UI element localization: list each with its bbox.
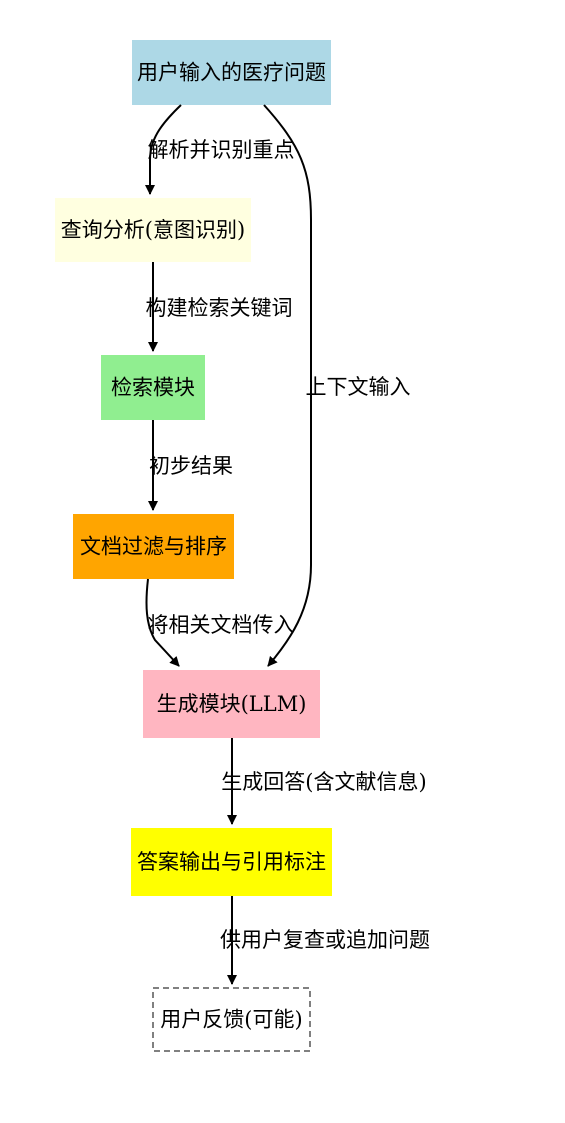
edge-review-label: 供用户复查或追加问题	[220, 928, 430, 952]
node-user-feedback-box	[152, 987, 311, 1052]
edge-initial: 初步结果	[148, 420, 233, 511]
edge-gen-answer: 生成回答(含文献信息)	[221, 738, 427, 825]
node-answer-output: 答案输出与引用标注	[131, 828, 332, 896]
node-query-analysis: 查询分析(意图识别)	[55, 198, 251, 262]
edge-keywords-label: 构建检索关键词	[146, 296, 293, 320]
edge-context-label: 上下文输入	[306, 375, 411, 399]
edge-parse-arrow	[145, 104, 182, 195]
edge-gen-answer-label: 生成回答(含文献信息)	[221, 770, 426, 794]
node-doc-filter-box	[73, 514, 234, 579]
edge-keywords: 构建检索关键词	[146, 262, 293, 352]
node-query-analysis-box	[55, 198, 251, 262]
edge-pass-docs-label: 将相关文档传入	[148, 613, 295, 637]
node-user-feedback: 用户反馈(可能)	[152, 987, 311, 1052]
node-user-question: 用户输入的医疗问题	[132, 40, 331, 105]
node-query-analysis-label: 查询分析(意图识别)	[61, 218, 245, 242]
edge-pass-docs-arrow	[145, 578, 180, 667]
node-user-feedback-label: 用户反馈(可能)	[160, 1008, 302, 1032]
edge-parse: 解析并识别重点	[145, 104, 295, 195]
edge-context-arrow	[263, 104, 312, 667]
edge-initial-label: 初步结果	[149, 454, 233, 478]
node-doc-filter-label: 文档过滤与排序	[80, 535, 227, 559]
node-retrieval-label: 检索模块	[111, 376, 195, 400]
node-retrieval-box	[101, 355, 205, 420]
edge-review: 供用户复查或追加问题	[220, 896, 430, 985]
node-generation-label: 生成模块(LLM)	[157, 692, 307, 716]
node-generation: 生成模块(LLM)	[143, 670, 320, 738]
node-generation-box	[143, 670, 320, 738]
edge-pass-docs: 将相关文档传入	[145, 578, 295, 667]
node-retrieval: 检索模块	[101, 355, 205, 420]
edge-context: 上下文输入	[263, 104, 411, 667]
node-answer-output-box	[131, 828, 332, 896]
node-user-question-box	[132, 40, 331, 105]
node-answer-output-label: 答案输出与引用标注	[137, 850, 326, 874]
node-doc-filter: 文档过滤与排序	[73, 514, 234, 579]
edge-parse-label: 解析并识别重点	[148, 138, 295, 162]
node-user-question-label: 用户输入的医疗问题	[137, 61, 326, 85]
